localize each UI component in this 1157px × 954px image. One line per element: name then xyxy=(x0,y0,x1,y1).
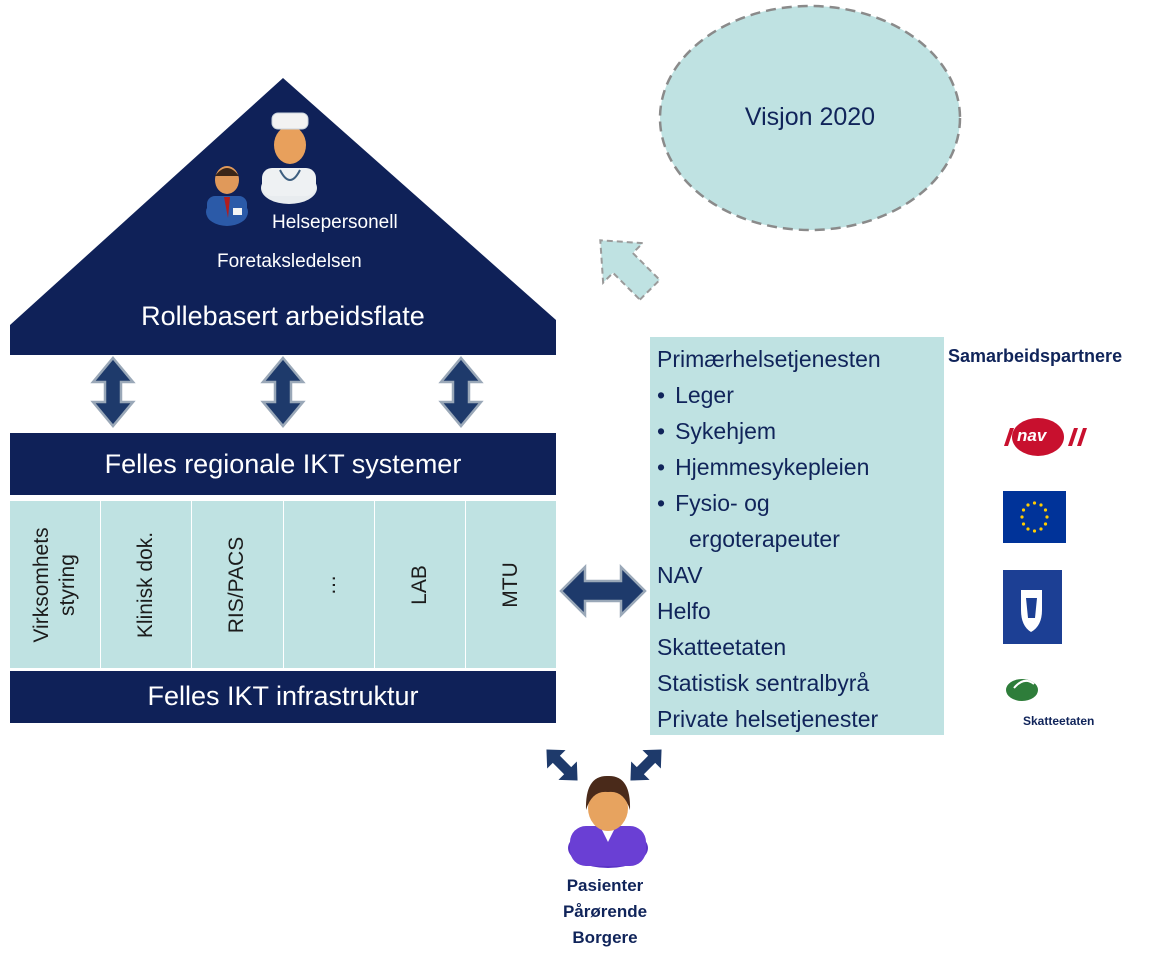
role-label-management: Foretaksledelsen xyxy=(217,251,362,272)
role-label-health-personnel: Helsepersonell xyxy=(272,212,398,233)
infrastructure-label: Felles IKT infrastruktur xyxy=(147,681,419,711)
module-label: LAB xyxy=(407,564,431,605)
double-arrow-vertical-2 xyxy=(260,356,306,428)
module-mtu: MTU xyxy=(466,501,556,668)
list-item: Fysio- og xyxy=(657,485,881,521)
list-item-continuation: ergoterapeuter xyxy=(689,526,840,552)
infrastructure-bar xyxy=(10,671,556,723)
module-lab: LAB xyxy=(375,501,466,668)
list-item: Sykehjem xyxy=(657,413,881,449)
double-arrow-horizontal xyxy=(559,563,647,619)
citizen-label-relatives: Pårørende xyxy=(562,902,648,921)
primary-care-heading: Primærhelsetjenesten xyxy=(657,346,881,372)
list-item: Hjemmesykepleien xyxy=(657,449,881,485)
module-label: MTU xyxy=(498,561,522,608)
health-worker-icon xyxy=(261,112,317,204)
list-item: NAV xyxy=(657,562,703,588)
roof-shape xyxy=(10,78,556,355)
list-item: Skatteetaten xyxy=(657,634,787,660)
partners-title: Samarbeidspartnere xyxy=(948,346,1123,366)
skatteetaten-logo-text: Skatteetaten xyxy=(1023,714,1095,728)
regional-systems-label: Felles regionale IKT systemer xyxy=(104,449,462,479)
norwegian-coat-of-arms-logo xyxy=(1003,570,1062,644)
manager-icon xyxy=(206,166,248,226)
double-arrow-vertical-3 xyxy=(438,356,484,428)
module-label: Klinisk dok. xyxy=(134,531,158,638)
vision-arrow xyxy=(599,239,662,302)
module-ris-pacs: RIS/PACS xyxy=(192,501,284,668)
module-label: … xyxy=(316,574,340,595)
module-ellipsis: … xyxy=(284,501,375,668)
vision-label: Visjon 2020 xyxy=(744,103,876,131)
list-item: Statistisk sentralbyrå xyxy=(657,670,870,696)
module-klinisk-dok: Klinisk dok. xyxy=(101,501,193,668)
citizens-label: Pasienter Pårørende Borgere xyxy=(520,873,690,951)
module-label: Virksomhets styring xyxy=(30,526,80,643)
module-virksomhetsstyring: Virksomhets styring xyxy=(10,501,102,668)
list-item: Helfo xyxy=(657,598,711,624)
citizen-label-citizens: Borgere xyxy=(572,928,638,947)
double-arrow-diagonal-left xyxy=(546,749,578,781)
vision-ellipse xyxy=(658,4,962,232)
list-item: Private helsetjenester xyxy=(657,706,879,732)
citizen-label-patients: Pasienter xyxy=(566,876,644,895)
double-arrow-diagonal-right xyxy=(630,749,662,781)
roof-title: Rollebasert arbeidsflate xyxy=(141,301,425,331)
nav-logo xyxy=(1004,418,1087,456)
regional-systems-bar xyxy=(10,433,556,495)
system-modules: Virksomhets styring Klinisk dok. RIS/PAC… xyxy=(10,501,556,668)
list-item: Leger xyxy=(657,377,881,413)
double-arrow-vertical-1 xyxy=(90,356,136,428)
skatteetaten-logo xyxy=(1006,679,1038,701)
primary-care-list: Primærhelsetjenesten Leger Sykehjem Hjem… xyxy=(657,341,881,737)
nav-logo-text: nav xyxy=(1017,426,1047,445)
citizen-icon xyxy=(568,775,648,868)
module-label: RIS/PACS xyxy=(225,536,249,633)
eu-flag-logo xyxy=(1003,491,1066,543)
